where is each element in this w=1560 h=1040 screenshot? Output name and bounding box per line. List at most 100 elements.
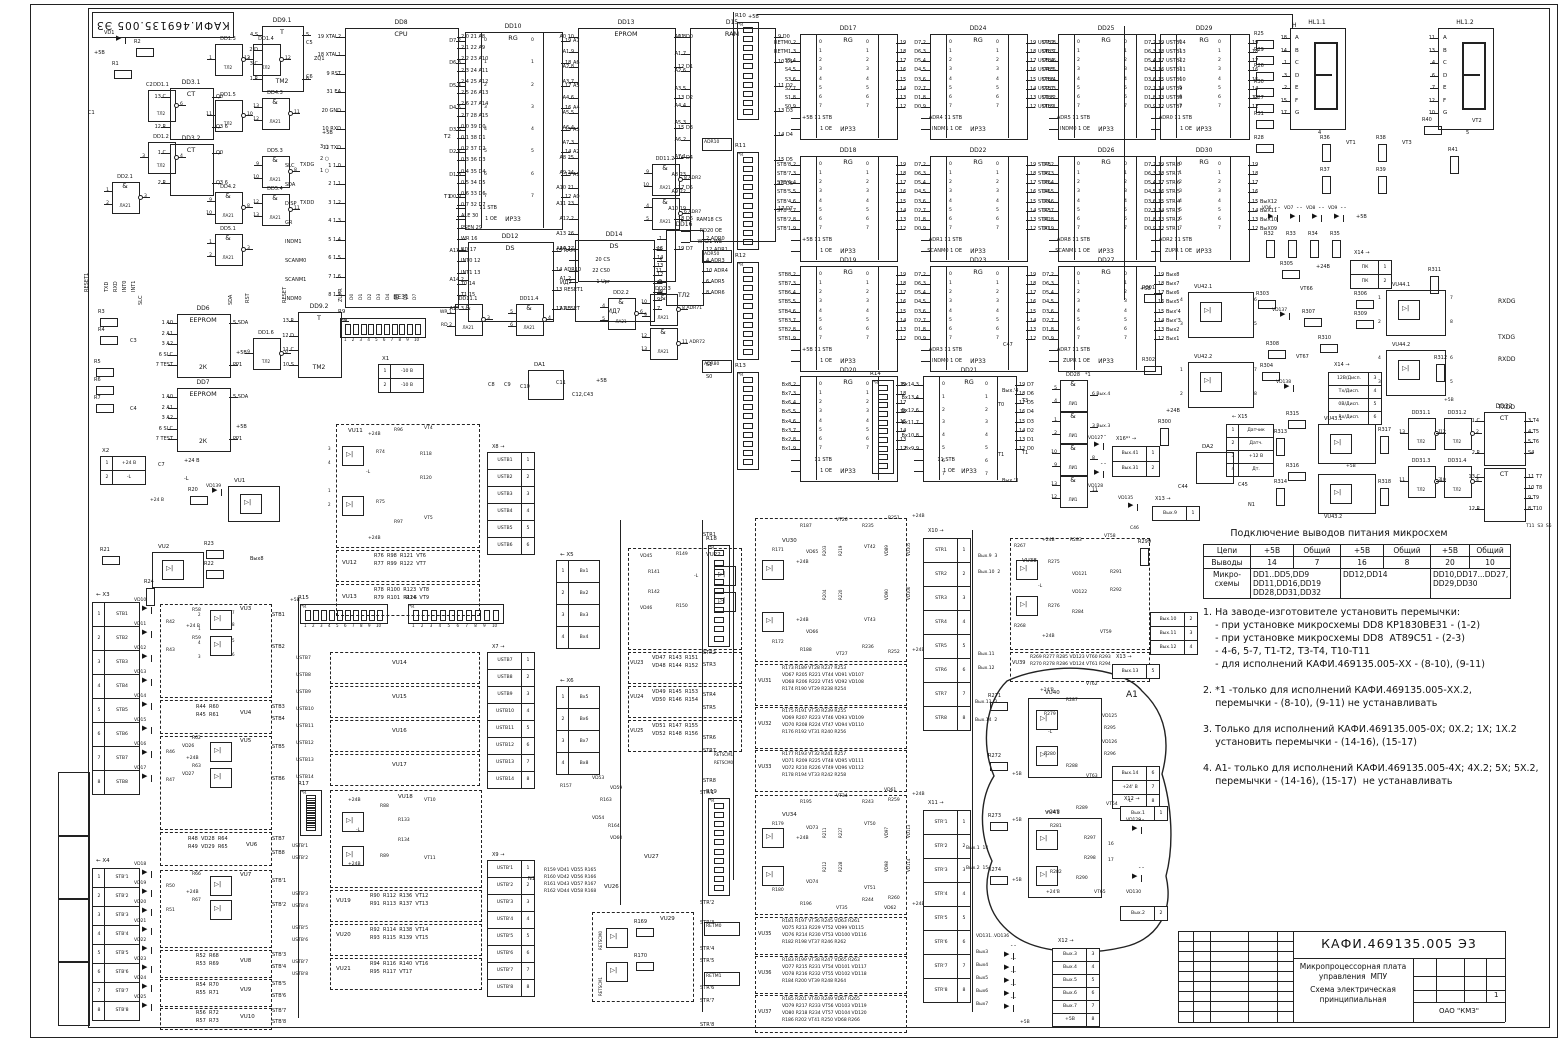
- label: R134: [398, 838, 410, 843]
- label: R92 R114 R138 VT14: [370, 927, 429, 933]
- resistor-R38: [1378, 144, 1387, 162]
- r: [484, 610, 491, 621]
- label: 7: [949, 336, 952, 341]
- label: ▷|: [244, 498, 252, 506]
- label: 6: [382, 337, 386, 342]
- label: ⌃⌃: [1318, 206, 1325, 211]
- label: 7: [390, 337, 394, 342]
- label: 6: [949, 326, 952, 332]
- label: R150: [676, 604, 688, 609]
- wire: [1178, 1022, 1505, 1023]
- connector-pin: 3: [521, 486, 535, 504]
- box: [628, 548, 742, 650]
- label: R289: [1076, 806, 1088, 811]
- r: [743, 175, 753, 182]
- label: 4: [367, 337, 370, 342]
- label: RG: [1101, 158, 1111, 166]
- r: [493, 610, 499, 621]
- label: ТЛ2: [223, 65, 233, 70]
- wire: [1151, 183, 1160, 185]
- label: ▷|: [1204, 376, 1212, 384]
- wire: [1289, 313, 1290, 320]
- wire: [896, 385, 905, 386]
- label: USTB'5: [292, 926, 309, 931]
- wire: [1049, 229, 1058, 230]
- label: +24В: [186, 890, 199, 895]
- label: INT0 12: [461, 258, 481, 265]
- connector-cell: STR4: [923, 610, 959, 635]
- label: 5: [1466, 130, 1470, 136]
- label: Вых5: [976, 976, 989, 981]
- label: 7: [352, 623, 355, 628]
- label: VT2: [1472, 118, 1482, 124]
- label: +5В 11 STB: [802, 237, 832, 243]
- label: 13: [210, 56, 250, 63]
- label: 20 CS: [595, 257, 610, 263]
- wire: [1154, 293, 1163, 295]
- wire: [896, 165, 905, 166]
- label: R47: [166, 778, 175, 783]
- label: Вых6: [976, 989, 989, 994]
- wire: [457, 250, 466, 252]
- wire: [921, 201, 930, 203]
- connector-pin: Дт.: [1238, 463, 1274, 477]
- wire: [757, 14, 1292, 15]
- wire: [283, 353, 291, 354]
- label: R176 R192 VT31 R240 R256: [782, 730, 847, 735]
- wire: [653, 249, 662, 250]
- resistor-network-R16: [408, 604, 504, 624]
- label: ⌃⌃: [1340, 206, 1347, 211]
- connector-cell: STR'6: [923, 930, 959, 955]
- wire: [681, 71, 690, 73]
- label: ЛА21: [269, 215, 281, 220]
- label: 2: [531, 82, 534, 88]
- resistor-R306: [1356, 300, 1374, 309]
- connector-pin: 3: [957, 586, 971, 611]
- wire: [508, 326, 516, 327]
- label: 7: [819, 226, 822, 231]
- connector-pin: Вх5: [568, 686, 600, 709]
- connector-pin: 1: [1378, 260, 1392, 275]
- label: 1: [412, 623, 415, 628]
- label: ЛИ1: [1068, 497, 1078, 502]
- label: ← X3: [96, 592, 110, 598]
- wire: [1049, 174, 1058, 176]
- label: ⌃⌃: [1100, 462, 1107, 467]
- label: 6: [1179, 94, 1182, 100]
- label: A: [1443, 35, 1447, 41]
- resistor-R5: [96, 368, 114, 377]
- wire: [1026, 174, 1035, 176]
- wire: [681, 209, 690, 210]
- wire: [561, 41, 570, 42]
- wire: [457, 126, 466, 128]
- wire: [1052, 485, 1060, 486]
- label: 6 SLC: [158, 425, 173, 432]
- label: R19: [706, 789, 717, 795]
- wire: [1052, 498, 1060, 499]
- label: 1: [942, 394, 945, 400]
- label: ТМ2: [275, 78, 289, 85]
- label: D3 6: [914, 308, 926, 315]
- label: VD80 R218 R234 VT57 VD104 VD120: [782, 1011, 867, 1016]
- label: INDM0: [285, 296, 302, 302]
- label: ADR10: [704, 140, 720, 145]
- label: RXD: [113, 281, 119, 292]
- label: ТЛ2: [1416, 487, 1426, 492]
- label: 4: [996, 308, 999, 314]
- wire: [896, 70, 905, 72]
- label: 4: [949, 198, 952, 204]
- title-block-name-3: Схема электрическая: [1310, 985, 1396, 994]
- label: +5В: [236, 350, 247, 356]
- label: ▶: [116, 34, 122, 42]
- label: D1 8: [1042, 326, 1054, 333]
- label: STB'8 2: [777, 162, 796, 168]
- label: INT1 13: [461, 269, 481, 276]
- label: R195: [800, 800, 812, 805]
- label: A0 1: [559, 246, 571, 252]
- resistor-R299: [1140, 548, 1149, 566]
- label: D6 3: [914, 281, 926, 288]
- connector-cell: ПК: [1350, 260, 1380, 275]
- label: 6: [232, 652, 235, 657]
- label: ▶: [142, 652, 148, 660]
